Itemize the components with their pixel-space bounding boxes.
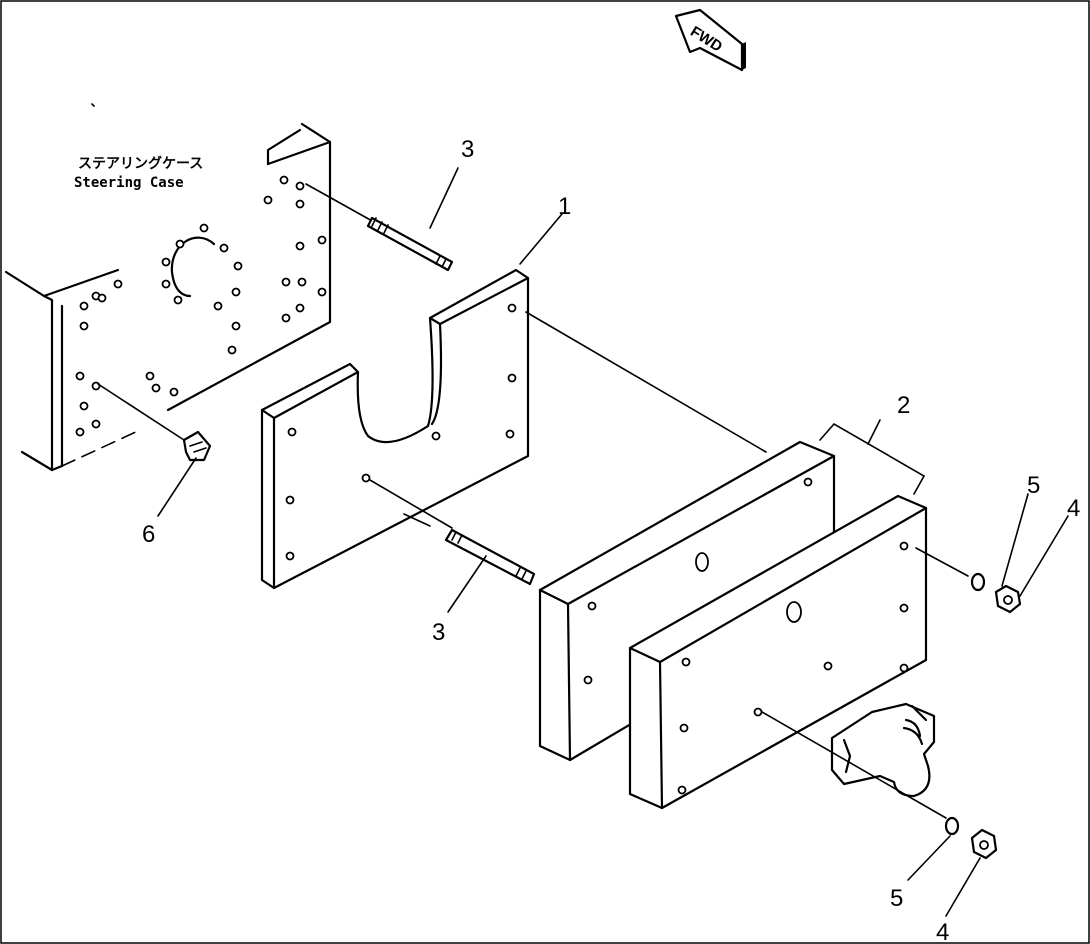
callout-4-upper: 4	[1067, 495, 1080, 522]
case-bolt-holes	[75, 175, 327, 437]
caption-japanese: ステアリングケース	[78, 155, 203, 172]
callout-2: 2	[897, 392, 910, 419]
callout-3-upper: 3	[461, 136, 474, 163]
nut-upper-part-4	[994, 584, 1022, 614]
bracket-plate-part-1	[260, 268, 530, 590]
leader-lines	[157, 167, 1069, 917]
steering-case	[4, 103, 332, 472]
fwd-arrow-icon: FWD	[674, 8, 746, 72]
washer-upper-part-5	[915, 547, 986, 592]
callout-6: 6	[142, 521, 155, 548]
mounting-pad-front-part-2	[628, 494, 928, 810]
callout-3-lower: 3	[432, 619, 445, 646]
stud-upper-part-3	[305, 183, 454, 272]
callout-5-upper: 5	[1027, 472, 1040, 499]
stud-lower-part-3	[369, 479, 536, 586]
callout-1: 1	[558, 193, 571, 220]
pin-clevis	[830, 702, 936, 798]
callout-5-lower: 5	[890, 885, 903, 912]
nut-lower-part-4	[970, 828, 998, 860]
assembly-lines	[403, 311, 767, 527]
callout-4-lower: 4	[936, 919, 949, 944]
washer-lower-part-5	[761, 711, 960, 836]
caption-english: Steering Case	[74, 175, 184, 191]
bolt-part-6	[97, 383, 212, 462]
